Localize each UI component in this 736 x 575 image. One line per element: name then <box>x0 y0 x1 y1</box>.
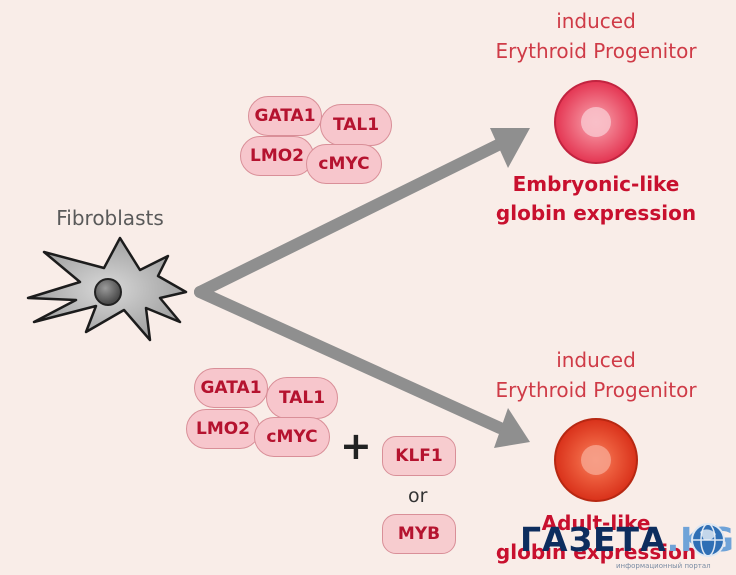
bottom-outcome-title-line2: Erythroid Progenitor <box>495 378 697 402</box>
top-factor-gata1: GATA1 <box>248 96 322 136</box>
or-label: or <box>408 485 428 507</box>
top-factor-tal1: TAL1 <box>320 104 392 146</box>
globe-icon <box>691 523 725 557</box>
fibroblast-cell-icon <box>26 236 188 342</box>
extra-factor-klf1: KLF1 <box>382 436 456 476</box>
bottom-factor-cmyc: cMYC <box>254 417 330 457</box>
plus-sign: + <box>340 424 372 468</box>
bottom-expression-line1: Adult-like <box>541 511 651 535</box>
extra-factor-myb: MYB <box>382 514 456 554</box>
bottom-erythroid-cell-icon <box>554 418 638 502</box>
top-factor-cmyc: cMYC <box>306 144 382 184</box>
bottom-factor-gata1: GATA1 <box>194 368 268 408</box>
top-erythroid-cell-icon <box>554 80 638 164</box>
watermark-subtext: информационный портал <box>616 562 711 570</box>
top-arrow <box>194 128 530 298</box>
top-factor-lmo2: LMO2 <box>240 136 314 176</box>
top-outcome-title-line1: induced <box>556 9 636 33</box>
bottom-outcome-title-line1: induced <box>556 348 636 372</box>
top-expression-line1: Embryonic-like <box>512 172 680 196</box>
bottom-arrow <box>194 286 530 448</box>
bottom-expression-line2: globin expression <box>495 540 697 564</box>
watermark-main: ГАЗЕТА <box>520 520 667 559</box>
top-expression-line2: globin expression <box>495 201 697 225</box>
watermark-logo: ГАЗЕТА.KG информационный портал <box>518 520 736 575</box>
bottom-factor-tal1: TAL1 <box>266 377 338 419</box>
top-outcome-title-line2: Erythroid Progenitor <box>495 39 697 63</box>
bottom-factor-lmo2: LMO2 <box>186 409 260 449</box>
fibroblasts-label: Fibroblasts <box>56 206 164 230</box>
